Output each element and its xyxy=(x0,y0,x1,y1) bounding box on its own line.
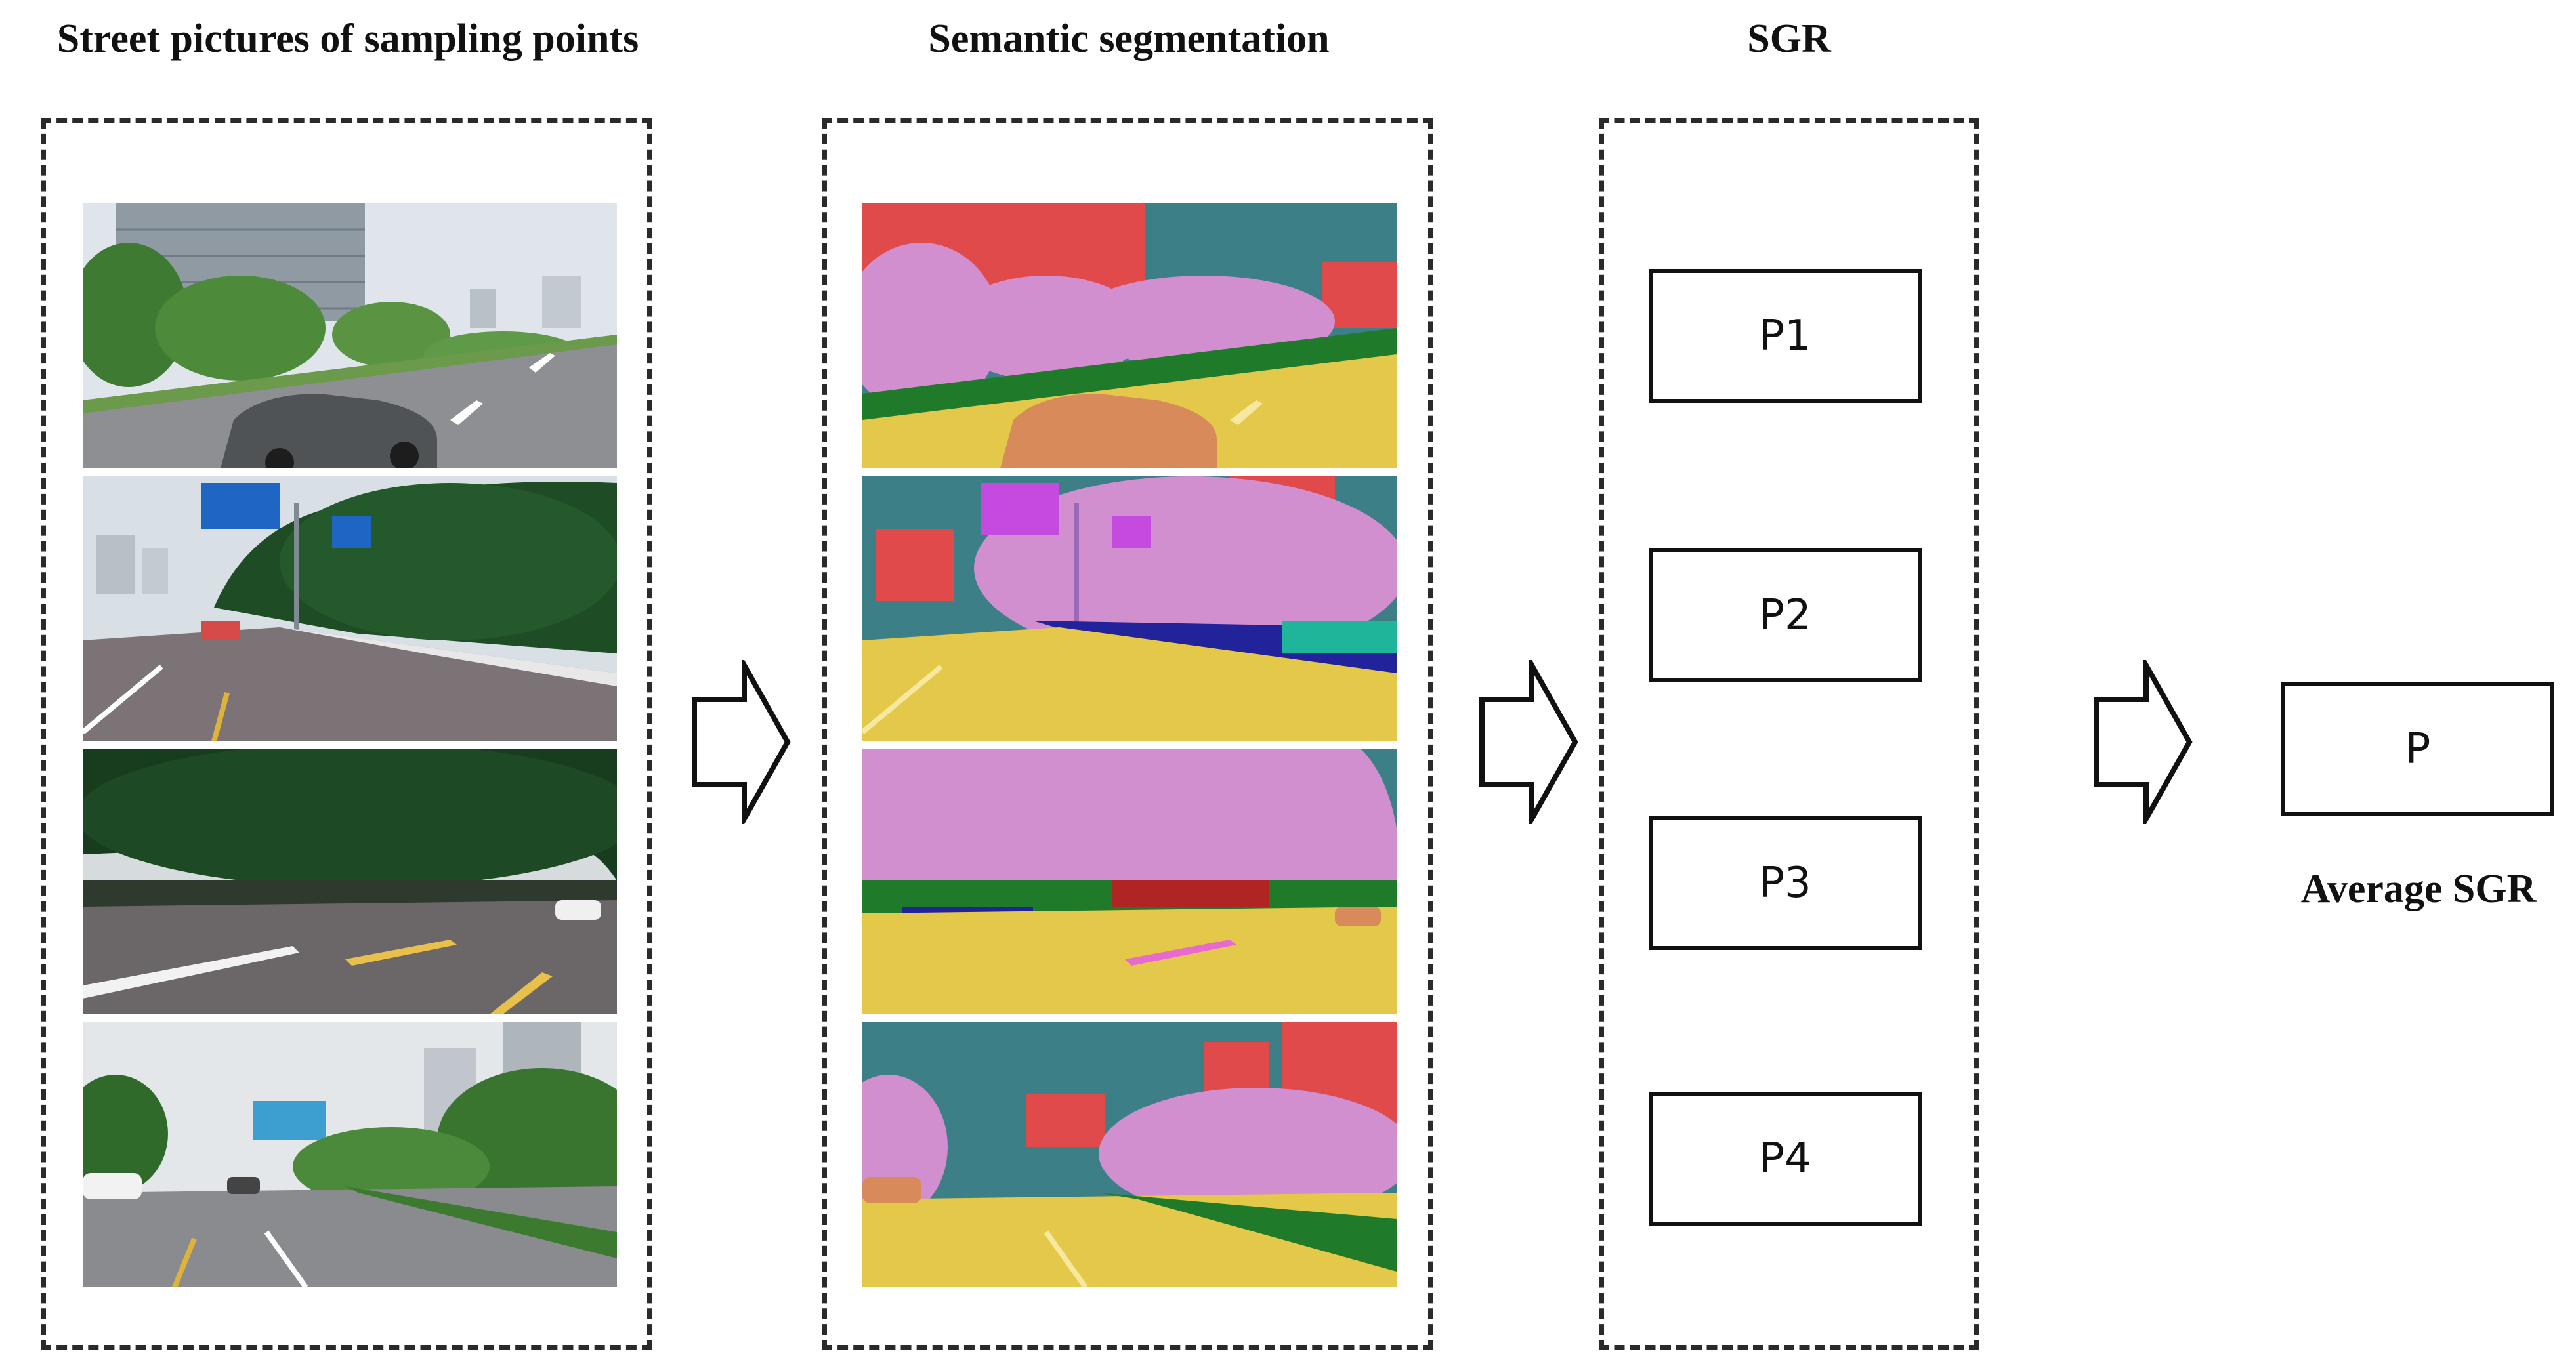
arrow-right-icon xyxy=(1479,660,1578,824)
arrow-right-icon xyxy=(2094,660,2193,824)
sgr-box-p2: P2 xyxy=(1649,548,1922,682)
average-sgr-caption: Average SGR xyxy=(2300,867,2537,911)
street-photo-4 xyxy=(83,1022,617,1287)
sgr-box-p3: P3 xyxy=(1649,816,1922,950)
sgr-box-p1: P1 xyxy=(1649,269,1922,403)
sgr-panel xyxy=(1599,118,1979,1350)
sgr-title: SGR xyxy=(1747,16,1831,61)
average-sgr-box: P xyxy=(2281,682,2554,816)
segmentation-image-1 xyxy=(862,203,1397,468)
segmentation-panel xyxy=(822,118,1433,1350)
street-pictures-panel xyxy=(41,118,652,1350)
segmentation-image-4 xyxy=(862,1022,1397,1287)
street-photo-1 xyxy=(83,203,617,468)
segmentation-image-3 xyxy=(862,749,1397,1014)
arrow-right-icon xyxy=(692,660,791,824)
street-pictures-title: Street pictures of sampling points xyxy=(56,16,639,61)
semantic-segmentation-title: Semantic segmentation xyxy=(928,16,1330,61)
sgr-box-p4: P4 xyxy=(1649,1092,1922,1226)
street-photo-3 xyxy=(83,749,617,1014)
street-photo-2 xyxy=(83,476,617,741)
segmentation-image-2 xyxy=(862,476,1397,741)
